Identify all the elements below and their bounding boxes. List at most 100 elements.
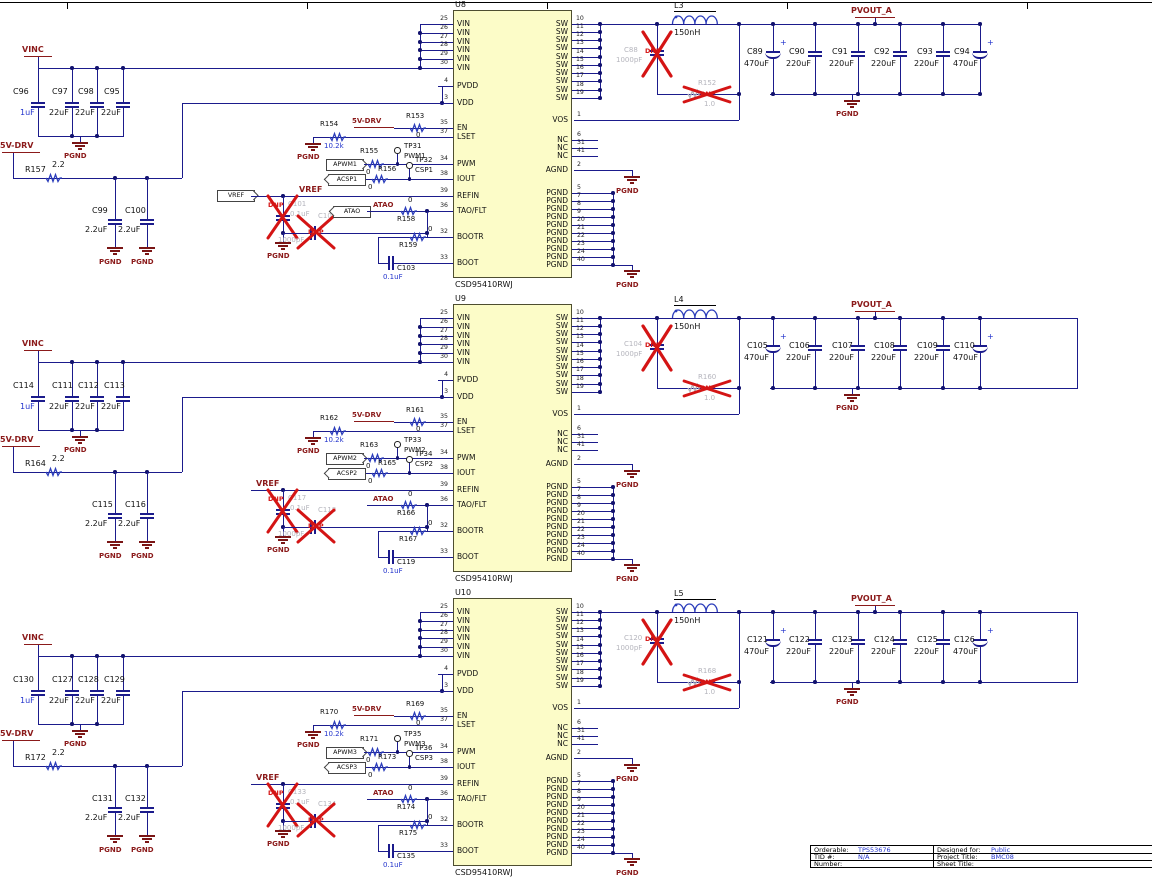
res-ref: R162 bbox=[320, 414, 339, 422]
wire bbox=[943, 24, 945, 51]
junction-dot bbox=[611, 787, 615, 791]
pgnd-ground-symbol bbox=[305, 731, 321, 740]
pin-name: PGND bbox=[546, 220, 568, 229]
pin-number: 19 bbox=[576, 383, 584, 390]
junction-dot bbox=[737, 680, 741, 684]
wire bbox=[409, 169, 411, 179]
pin-stub bbox=[438, 799, 453, 801]
net-label-pgnd: PGND bbox=[616, 187, 639, 195]
pin-stub bbox=[438, 59, 453, 61]
wire bbox=[116, 694, 130, 696]
pin-name: PWM bbox=[457, 453, 476, 462]
res-ref-dnp: R152 bbox=[698, 79, 717, 87]
pin-number: 32 bbox=[440, 816, 448, 823]
pin-name: IOUT bbox=[457, 468, 476, 477]
cap-ref: C106 bbox=[789, 341, 810, 350]
wire bbox=[308, 145, 318, 148]
pin-number: 15 bbox=[576, 350, 584, 357]
pin-stub bbox=[438, 612, 453, 614]
wire bbox=[671, 309, 718, 319]
dnp-x-mark bbox=[268, 490, 297, 532]
wire bbox=[283, 233, 310, 235]
polarity-plus: + bbox=[987, 626, 994, 635]
pin-name: SW bbox=[555, 354, 568, 363]
cap-ref: C125 bbox=[917, 635, 938, 644]
wire bbox=[815, 318, 817, 345]
pin-stub bbox=[438, 656, 453, 658]
pin-stub bbox=[572, 65, 600, 67]
wire bbox=[624, 176, 640, 178]
testpoint-net: CSP3 bbox=[415, 754, 434, 762]
wire bbox=[815, 351, 817, 388]
junction-dot bbox=[978, 386, 982, 390]
pin-number: 14 bbox=[576, 636, 584, 643]
junction-dot bbox=[771, 316, 775, 320]
pin-stub bbox=[572, 334, 600, 336]
pin-name: PGND bbox=[546, 506, 568, 515]
pin-name: BOOTR bbox=[457, 526, 484, 535]
pin-number: 10 bbox=[576, 15, 584, 22]
res-value: 0 bbox=[366, 462, 371, 470]
res-value: 0 bbox=[368, 477, 373, 485]
pin-name: PGND bbox=[546, 522, 568, 531]
pin-stub bbox=[438, 531, 453, 533]
pin-name: EN bbox=[457, 417, 468, 426]
pin-number: 28 bbox=[440, 629, 448, 636]
wire bbox=[630, 769, 634, 772]
wire bbox=[858, 645, 860, 682]
pin-name: PGND bbox=[546, 784, 568, 793]
junction-dot bbox=[898, 680, 902, 684]
junction-dot bbox=[70, 66, 74, 70]
pgnd-ground-symbol bbox=[275, 536, 291, 545]
junction-dot bbox=[856, 610, 860, 614]
pin-stub bbox=[438, 621, 453, 623]
junction-dot bbox=[418, 334, 422, 338]
wire bbox=[115, 472, 117, 513]
pin-stub bbox=[438, 458, 453, 460]
wire bbox=[420, 318, 422, 362]
wire bbox=[298, 804, 334, 836]
pin-stub bbox=[572, 367, 600, 369]
testpoint-ref: TP33 bbox=[404, 436, 422, 444]
wire bbox=[900, 645, 902, 682]
pin-number: 6 bbox=[577, 719, 581, 726]
wire bbox=[808, 55, 822, 57]
wire bbox=[278, 538, 288, 541]
pin-number: 5 bbox=[577, 772, 581, 779]
pin-stub bbox=[572, 519, 613, 521]
pin-number: 4 bbox=[444, 371, 448, 378]
wire bbox=[313, 431, 315, 437]
pin-stub bbox=[572, 781, 613, 783]
wire bbox=[275, 830, 291, 832]
wire bbox=[936, 639, 950, 641]
pin-number: 14 bbox=[576, 342, 584, 349]
wire bbox=[773, 318, 775, 345]
dnp-x-mark bbox=[684, 675, 730, 690]
pin-stub bbox=[438, 50, 453, 52]
res-ref: R163 bbox=[360, 441, 379, 449]
cap-ref: C112 bbox=[78, 381, 99, 390]
junction-dot bbox=[898, 316, 902, 320]
net-tag-acsp: ACSP3 bbox=[328, 762, 366, 774]
pin-name: VIN bbox=[457, 651, 470, 660]
wire bbox=[140, 223, 154, 225]
wire bbox=[858, 612, 860, 639]
wire bbox=[858, 24, 860, 51]
wire bbox=[310, 520, 312, 534]
ic-refdes: U9 bbox=[455, 294, 466, 303]
wire bbox=[427, 211, 429, 237]
pin-name: EN bbox=[457, 123, 468, 132]
res-ref: R169 bbox=[406, 700, 425, 708]
junction-dot bbox=[611, 549, 615, 553]
testpoint-ref: TP34 bbox=[415, 450, 433, 458]
wire bbox=[409, 819, 426, 831]
pin-number: 35 bbox=[440, 413, 448, 420]
resistor-symbol bbox=[45, 172, 62, 184]
pin-number: 13 bbox=[576, 39, 584, 46]
junction-dot bbox=[611, 493, 615, 497]
wire bbox=[13, 741, 15, 766]
wire bbox=[400, 793, 417, 805]
resistor-symbol bbox=[409, 710, 426, 722]
pin-number: 17 bbox=[576, 660, 584, 667]
pin-stub bbox=[438, 674, 453, 676]
